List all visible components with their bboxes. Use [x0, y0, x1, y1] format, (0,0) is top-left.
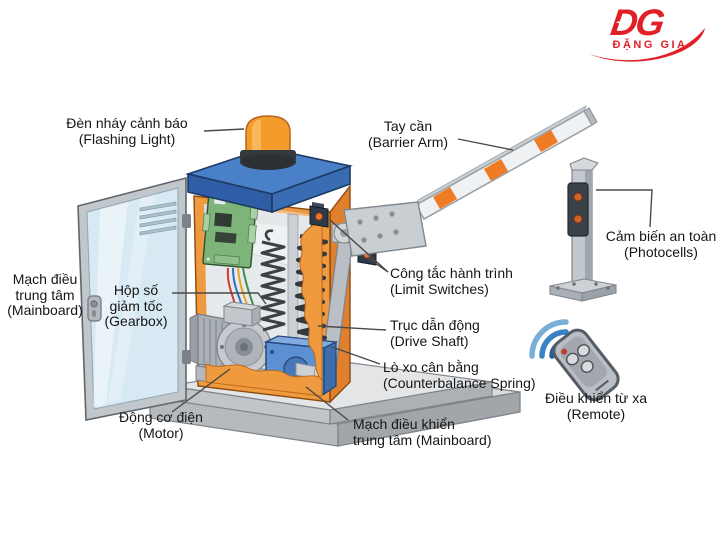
leader-drive-shaft — [317, 325, 387, 331]
cabinet-door — [77, 176, 187, 421]
leader-counterbalance-spring — [331, 346, 381, 365]
label-gearbox: Hộp số giảm tốc (Gearbox) — [104, 282, 168, 329]
label-remote: Điều khiển từ xa (Remote) — [545, 390, 647, 422]
brand-logo: DG ➤ ĐẶNG GIA — [583, 2, 717, 68]
door-hinges — [182, 214, 191, 364]
label-counterbalance-spring: Lò xo cân bằng (Counterbalance Spring) — [383, 359, 536, 391]
leader-mainboard-bottom — [305, 386, 349, 421]
leader-flashing-light — [203, 128, 245, 132]
limit-switch-1 — [309, 202, 329, 228]
arm-bracket — [343, 201, 427, 257]
cutaway-torn-edge — [205, 219, 323, 397]
label-photocells: Cảm biến an toàn (Photocells) — [605, 228, 717, 260]
label-limit-switches: Công tắc hành trình (Limit Switches) — [390, 265, 513, 297]
leader-limit-switch-1 — [329, 219, 389, 273]
motor-gear-cap — [222, 301, 262, 327]
leader-photocells — [596, 189, 653, 228]
label-flashing-light: Đèn nháy cảnh báo (Flashing Light) — [66, 115, 188, 147]
leader-lines — [171, 128, 653, 421]
flashing-beacon — [240, 115, 296, 170]
barrier-arm — [415, 105, 598, 220]
mainboard-pcb — [202, 187, 259, 269]
door-vent-slats — [139, 201, 177, 236]
remote-control — [552, 328, 620, 402]
leader-motor — [171, 368, 231, 413]
logo-swoosh — [589, 28, 705, 62]
cabinet-top-cap — [185, 147, 353, 214]
label-motor: Động cơ điện (Motor) — [119, 409, 203, 441]
door-handle — [87, 295, 102, 322]
photocell-sensor — [567, 182, 589, 237]
photocell-pole — [549, 157, 617, 302]
label-barrier-arm: Tay cần (Barrier Arm) — [367, 118, 449, 150]
leader-gearbox — [172, 292, 267, 305]
logo-company-name: ĐẶNG GIA — [612, 39, 688, 51]
arm-reflective-stripes — [433, 130, 558, 209]
label-mainboard-left: Mạch điều trung tâm (Mainboard) — [7, 271, 83, 318]
label-drive-shaft: Trục dẫn động (Drive Shaft) — [390, 317, 480, 349]
leader-barrier-arm — [457, 138, 514, 151]
leader-limit-switch-2 — [367, 257, 389, 273]
label-mainboard-bottom: Mạch điều khiển trung tâm (Mainboard) — [353, 416, 492, 448]
